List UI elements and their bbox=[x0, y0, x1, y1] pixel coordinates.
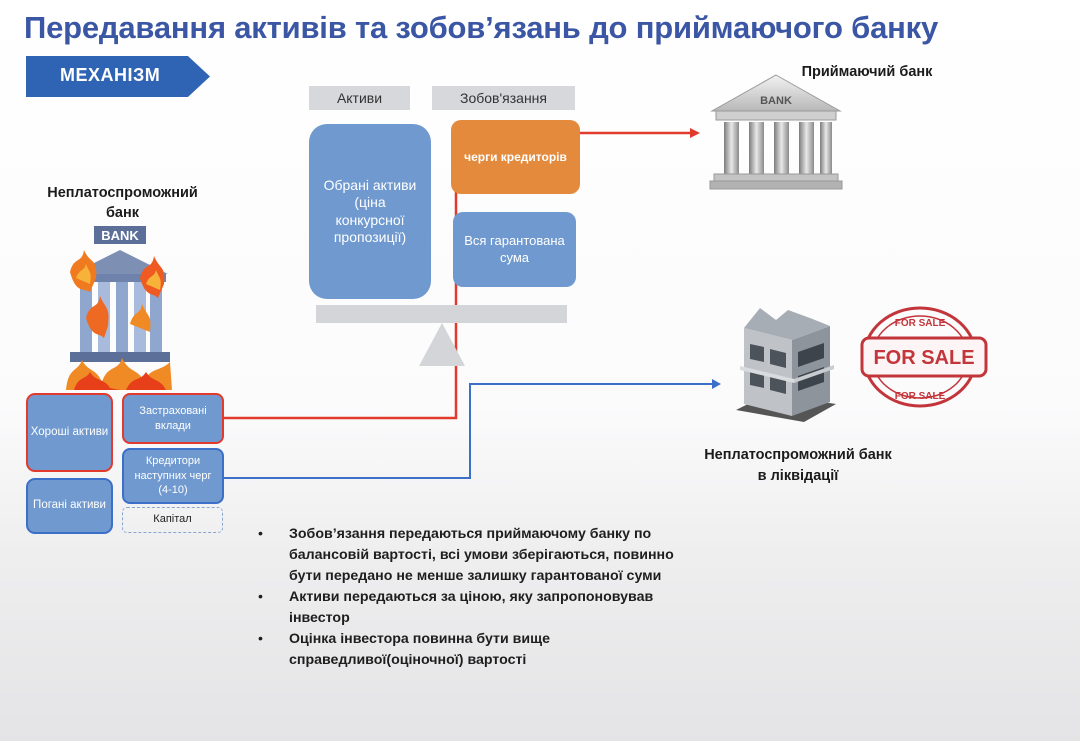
liquidation-bank-label-line2: в ліквідації bbox=[757, 468, 839, 484]
mechanism-label: МЕХАНІЗМ bbox=[60, 65, 161, 85]
selected-assets-box: Обрані активи (ціна конкурсної пропозиці… bbox=[309, 124, 431, 299]
bullet-item: Активи передаються за ціною, яку запропо… bbox=[258, 587, 708, 629]
stamp-bottom-text: FOR SALE bbox=[895, 391, 946, 402]
insolvent-bank-label-line2: банк bbox=[105, 205, 140, 221]
next-creditors-box: Кредитори наступних черг (4-10) bbox=[122, 448, 224, 504]
bad-assets-box: Погані активи bbox=[26, 478, 113, 534]
blue-connector-line bbox=[224, 383, 712, 479]
insured-deposits-box: Застраховані вклади bbox=[122, 393, 224, 444]
bullet-item: Зобов’язання передаються приймаючому бан… bbox=[258, 524, 708, 587]
burning-bank-sign: BANK bbox=[101, 228, 139, 243]
stamp-main-text: FOR SALE bbox=[873, 347, 974, 369]
guaranteed-sum-box: Вся гарантована сума bbox=[453, 212, 576, 287]
bank-building-icon: BANK bbox=[709, 74, 843, 190]
receiving-bank-sign: BANK bbox=[760, 95, 792, 107]
assets-header: Активи bbox=[309, 86, 410, 110]
capital-box: Капітал bbox=[122, 507, 223, 533]
red-arrowhead bbox=[690, 128, 700, 138]
liquidation-bank-label-line1: Неплатоспроможний банк bbox=[704, 447, 892, 463]
blue-arrowhead bbox=[712, 379, 721, 389]
stamp-top-text: FOR SALE bbox=[895, 318, 946, 329]
burning-bank-icon: BANK bbox=[66, 226, 172, 390]
scale-fulcrum bbox=[419, 323, 465, 366]
liabilities-header: Зобов'язання bbox=[432, 86, 575, 110]
scale-beam bbox=[316, 305, 567, 323]
page-title: Передавання активів та зобов’язань до пр… bbox=[24, 10, 938, 45]
bullet-list: Зобов’язання передаються приймаючому бан… bbox=[258, 524, 708, 671]
creditor-queues-box: черги кредиторів bbox=[451, 120, 580, 194]
damaged-building-icon bbox=[736, 308, 836, 422]
good-assets-box: Хороші активи bbox=[26, 393, 113, 472]
for-sale-stamp: FOR SALE FOR SALE FOR SALE bbox=[860, 306, 988, 408]
receiving-bank-label: Приймаючий банк bbox=[801, 64, 933, 80]
mechanism-arrow-banner bbox=[26, 56, 210, 97]
bullet-item: Оцінка інвестора повинна бути вище справ… bbox=[258, 629, 708, 671]
insolvent-bank-label: Неплатоспроможний bbox=[47, 185, 198, 201]
